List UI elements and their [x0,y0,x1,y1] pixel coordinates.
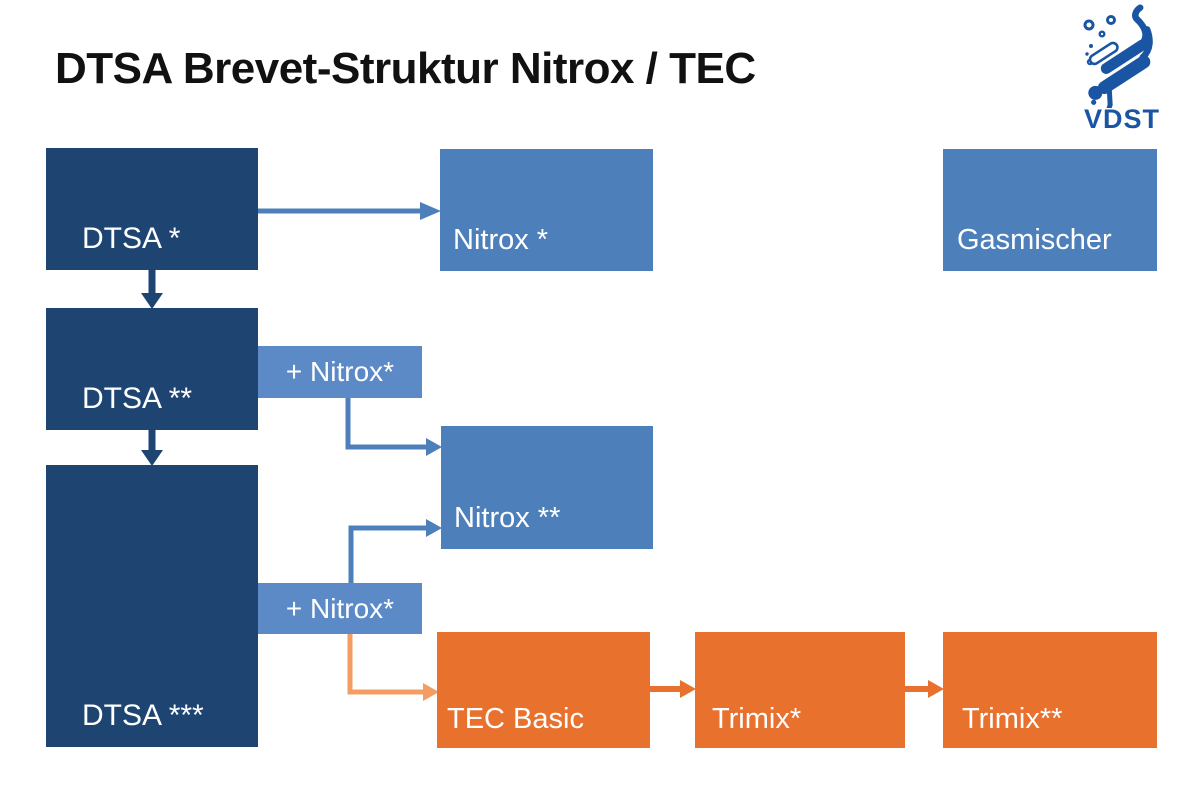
box-tec-basic: TEC Basic [437,632,650,748]
box-dtsa-1: DTSA * [46,148,258,270]
box-dtsa-2: DTSA ** [46,308,258,430]
arrow-trimix1-to-trimix2 [905,680,944,698]
box-nitrox-2-label: Nitrox ** [454,502,561,534]
vdst-logo-text: VDST [1083,104,1160,134]
box-plus-nitrox-a: + Nitrox* [258,346,422,398]
box-dtsa-3-label: DTSA *** [82,699,204,732]
arrow-dtsa1-to-dtsa2 [141,270,163,309]
vdst-logo: VDST [1070,4,1174,136]
box-plus-nitrox-b: + Nitrox* [258,583,422,634]
page-title: DTSA Brevet-Struktur Nitrox / TEC [55,44,756,93]
box-tec-basic-label: TEC Basic [447,703,584,735]
box-trimix-2: Trimix** [943,632,1157,748]
box-plus-nitrox-b-label: + Nitrox* [285,592,395,624]
box-dtsa-2-label: DTSA ** [82,382,193,415]
arrow-plusnitrox-b-to-nitrox2 [348,519,442,583]
box-nitrox-1: Nitrox * [440,149,653,271]
arrow-plusnitrox-a-to-nitrox2 [345,397,442,456]
box-dtsa-1-label: DTSA * [82,222,181,255]
box-gasmischer: Gasmischer [943,149,1157,271]
box-nitrox-1-label: Nitrox * [453,224,549,256]
box-gasmischer-label: Gasmischer [957,224,1112,256]
arrow-tecbasic-to-trimix1 [650,680,696,698]
arrow-dtsa1-to-nitrox1 [258,202,441,220]
box-trimix-1-label: Trimix* [712,703,802,735]
box-dtsa-3: DTSA *** [46,465,258,747]
diver-figure [1088,4,1153,108]
box-trimix-2-label: Trimix** [962,703,1063,735]
diver-icon [1083,4,1153,108]
arrow-plusnitrox-b-to-tecbasic [347,633,439,701]
box-trimix-1: Trimix* [695,632,905,748]
arrow-dtsa2-to-dtsa3 [141,430,163,466]
box-plus-nitrox-a-label: + Nitrox* [285,356,395,387]
box-nitrox-2: Nitrox ** [441,426,653,549]
